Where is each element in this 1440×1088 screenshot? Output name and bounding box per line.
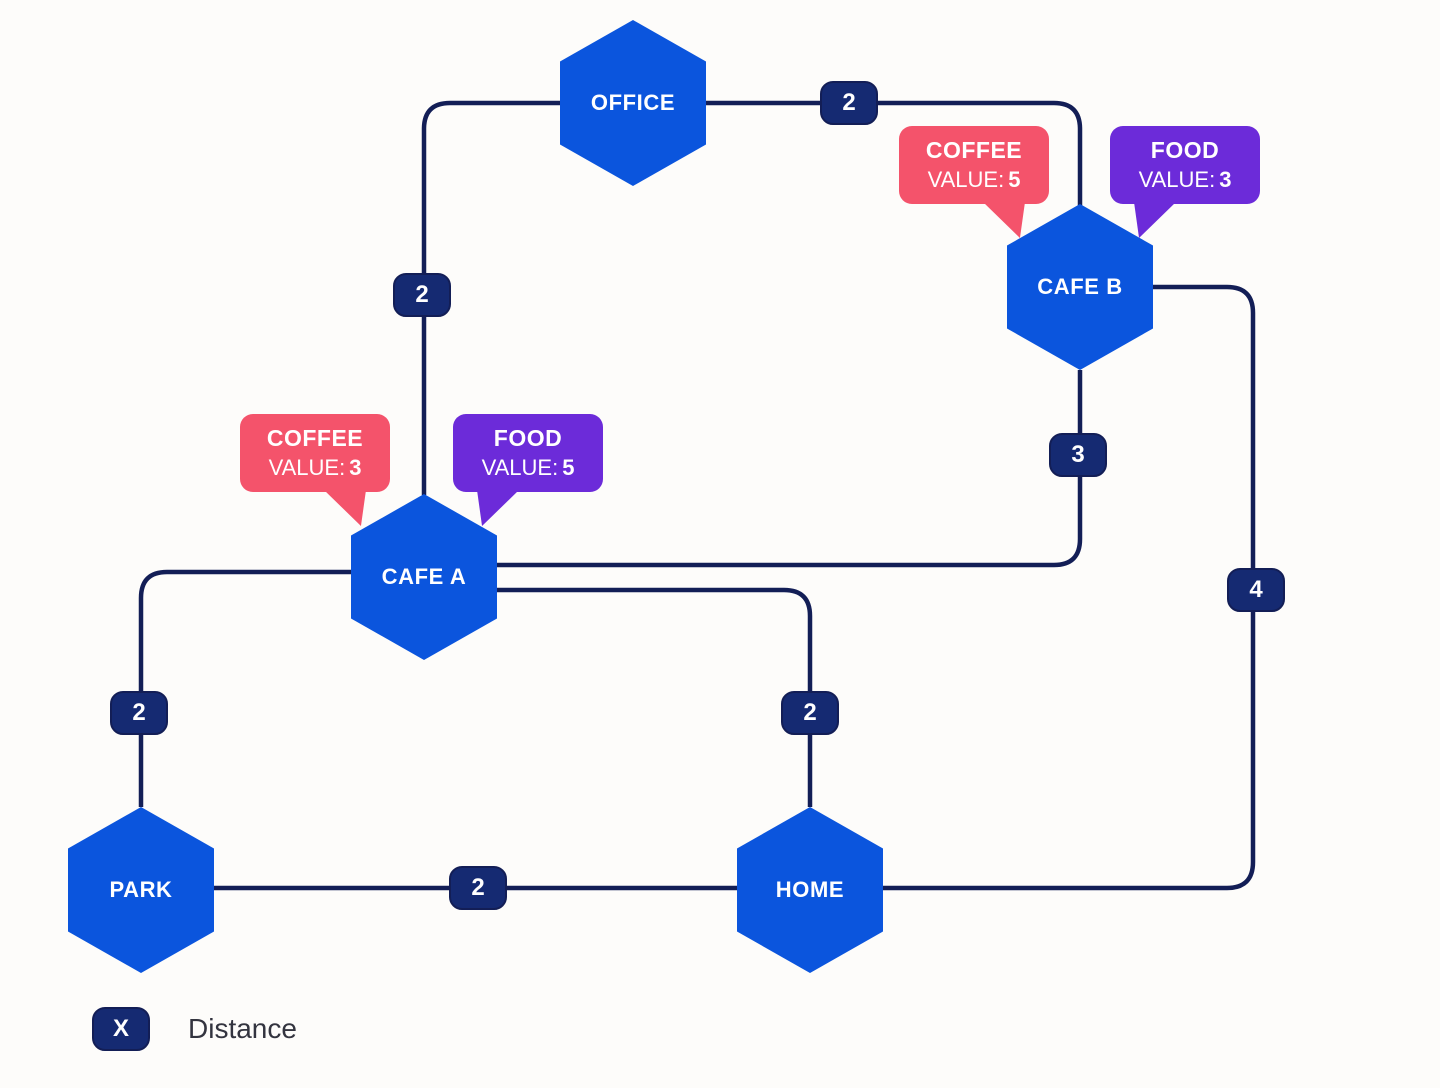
edge-office-cafeb: [705, 100, 1083, 207]
distance-badge-cafea-park: 2: [110, 691, 168, 735]
node-park-label: PARK: [109, 877, 173, 902]
callout-cafea-food: FOOD VALUE:5: [453, 414, 603, 526]
callout-value: VALUE:3: [269, 454, 362, 483]
node-home: HOME: [737, 807, 883, 973]
edge-office-cafea: [421, 100, 560, 495]
node-home-label: HOME: [775, 877, 845, 902]
value-number: 3: [1219, 166, 1232, 192]
value-number: 5: [1008, 166, 1021, 192]
distance-badge-cafea-home: 2: [781, 691, 839, 735]
node-office-label: OFFICE: [590, 90, 676, 115]
node-cafe-b-label: CAFE B: [1037, 274, 1123, 299]
callout-cafeb-coffee: COFFEE VALUE:5: [899, 126, 1049, 238]
node-park: PARK: [68, 807, 214, 973]
distance-badge-cafeb-home: 4: [1227, 568, 1285, 612]
distance-badge-park-home: 2: [449, 866, 507, 910]
distance-badge-office-cafea: 2: [393, 273, 451, 317]
callout-value: VALUE:5: [928, 166, 1021, 195]
value-label: VALUE:: [268, 454, 346, 480]
node-cafe-b: CAFE B: [1007, 204, 1153, 370]
distance-badge-cafeb-cafea: 3: [1049, 433, 1107, 477]
value-label: VALUE:: [1138, 166, 1216, 192]
callout-value: VALUE:5: [482, 454, 575, 483]
value-number: 5: [562, 454, 575, 480]
node-cafe-a: CAFE A: [351, 494, 497, 660]
callout-title: COFFEE: [925, 136, 1023, 163]
edge-cafeb-home: [883, 284, 1256, 891]
edge-cafea-park: [138, 569, 351, 807]
callout-cafeb-food: FOOD VALUE:3: [1110, 126, 1260, 238]
legend-distance-symbol: X: [92, 1007, 150, 1051]
node-cafe-a-label: CAFE A: [381, 564, 467, 589]
value-label: VALUE:: [927, 166, 1005, 192]
legend-distance-label: Distance: [188, 1013, 297, 1044]
legend: X Distance: [92, 1007, 297, 1051]
distance-badge-office-cafeb: 2: [820, 81, 878, 125]
callout-title: COFFEE: [266, 424, 364, 451]
callout-title: FOOD: [1150, 136, 1220, 163]
callout-title: FOOD: [493, 424, 563, 451]
value-label: VALUE:: [481, 454, 559, 480]
edge-cafea-home: [497, 587, 813, 807]
value-number: 3: [349, 454, 362, 480]
edge-cafeb-cafea: [497, 370, 1083, 568]
callout-cafea-coffee: COFFEE VALUE:3: [240, 414, 390, 526]
callout-value: VALUE:3: [1139, 166, 1232, 195]
